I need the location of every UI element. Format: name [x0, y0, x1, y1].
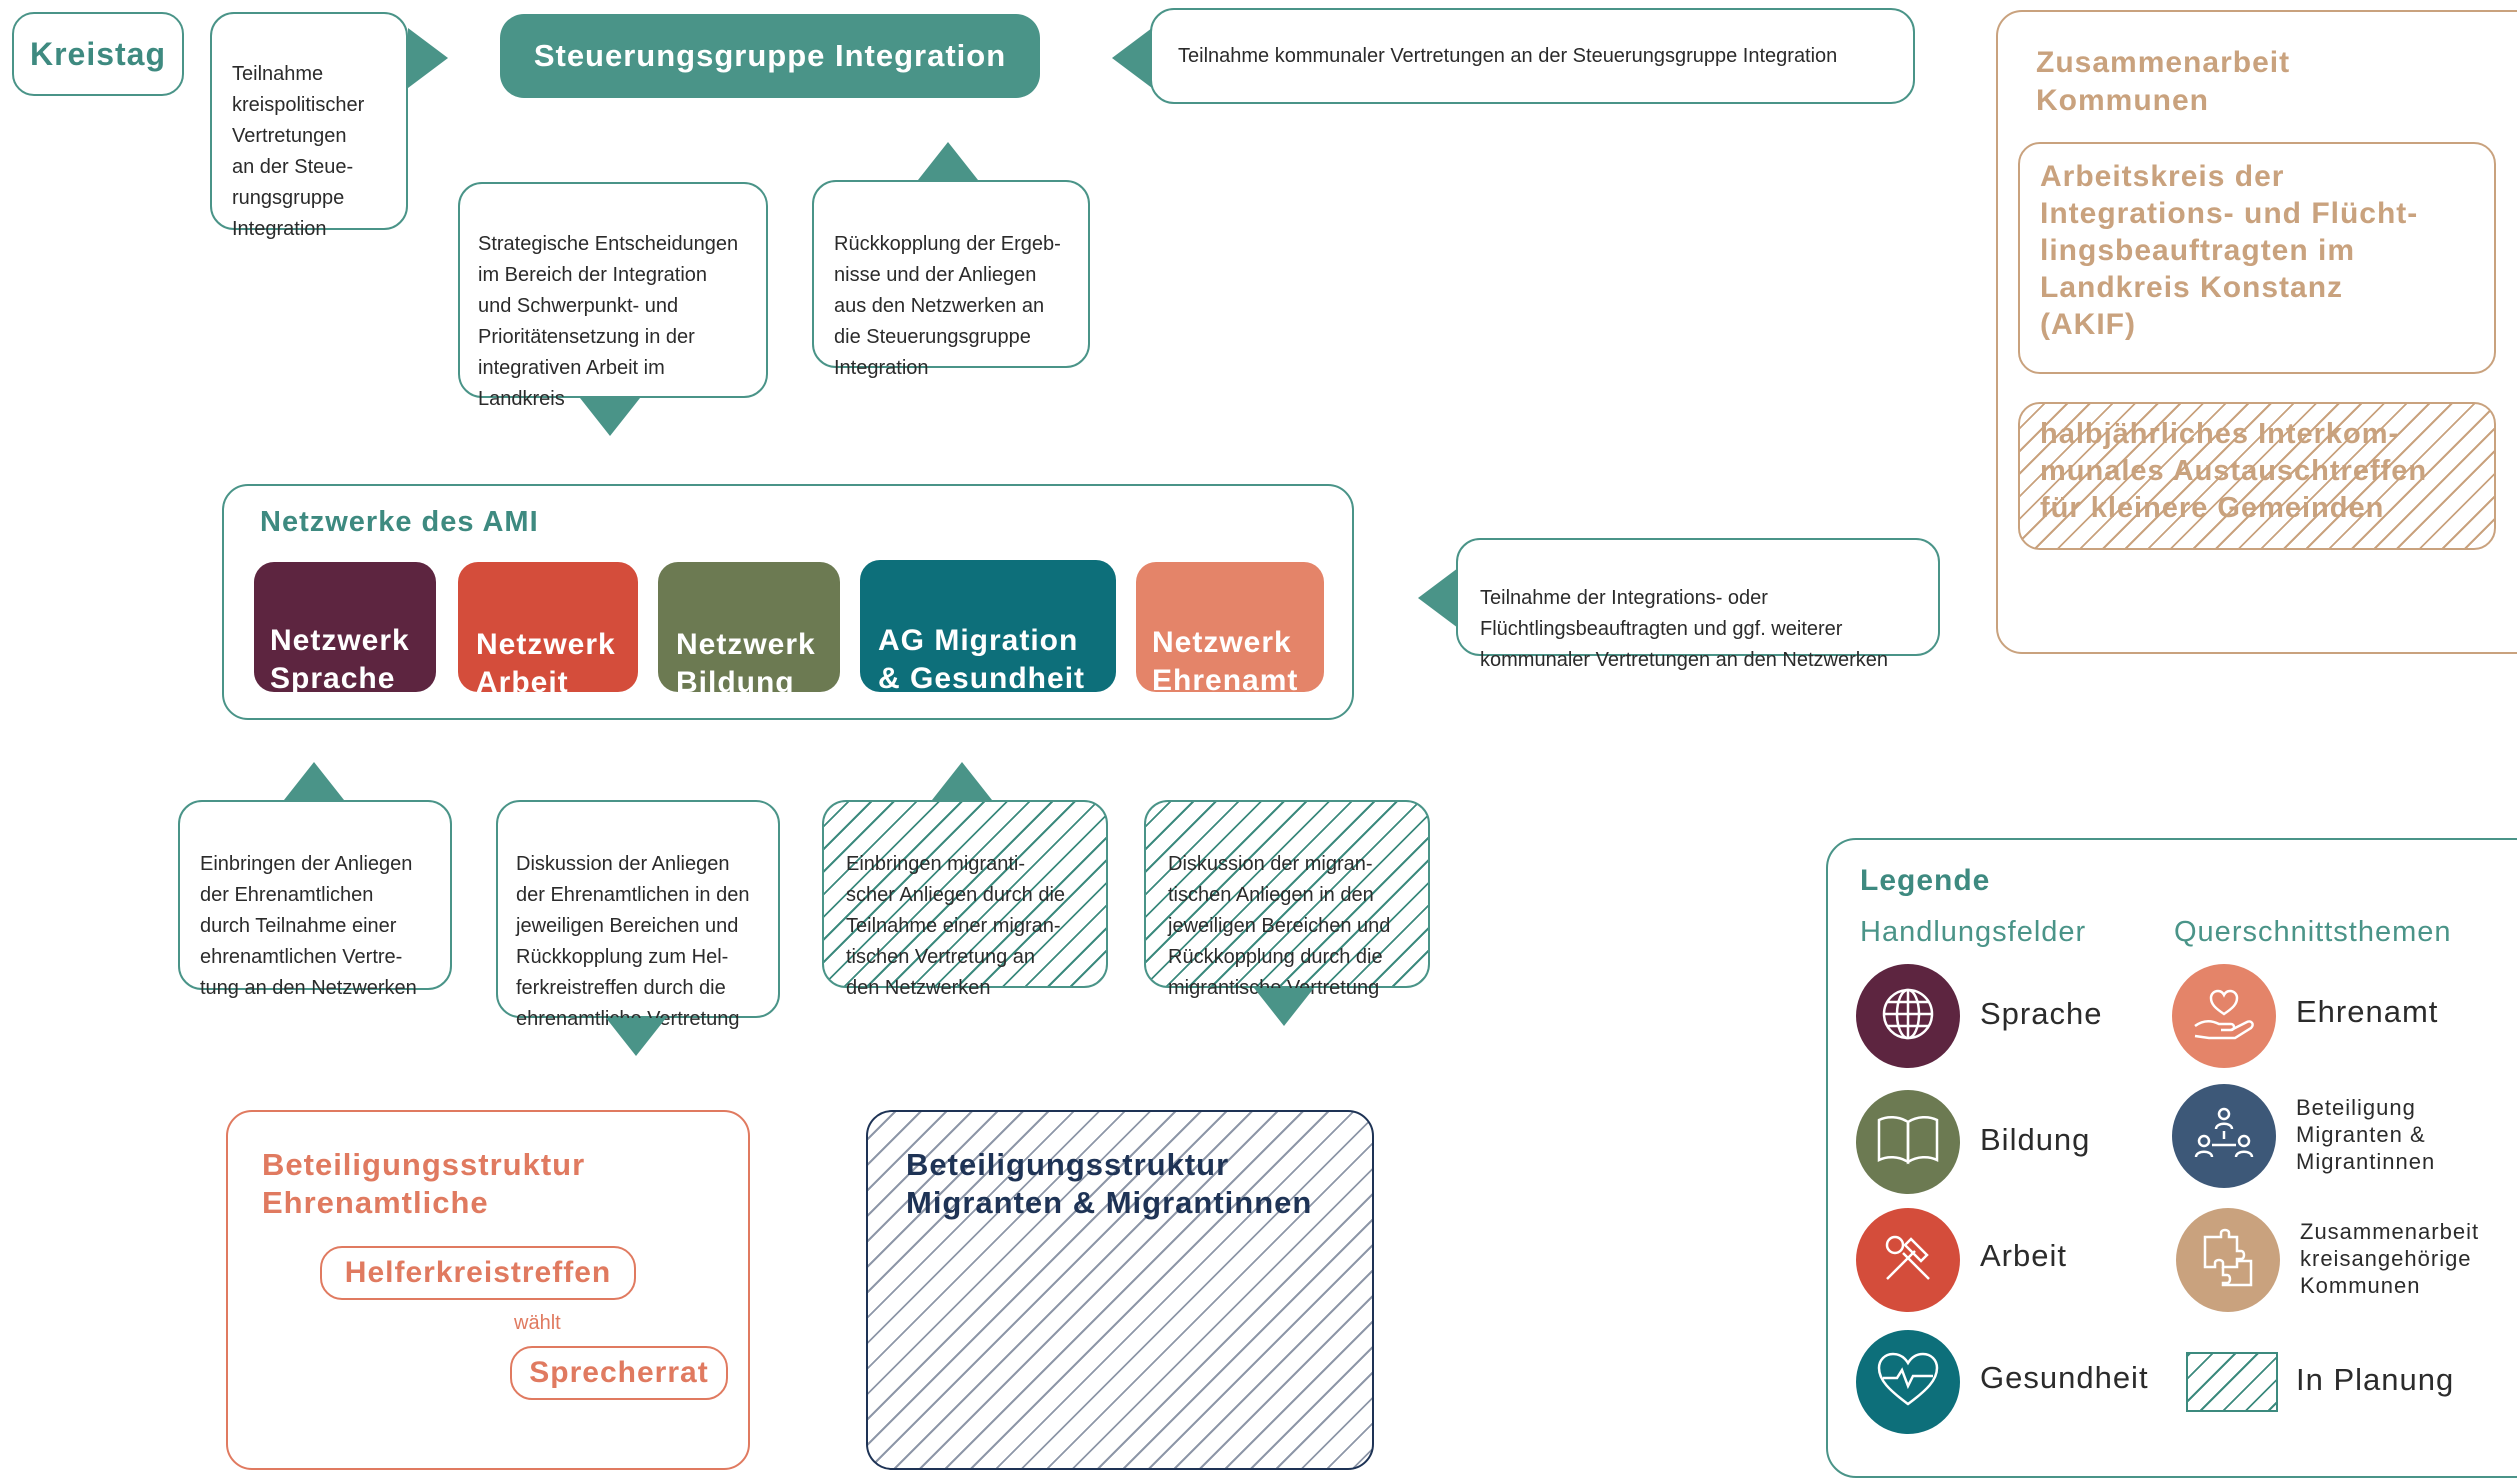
network-ehrenamt-tile[interactable]: Netzwerk Ehrenamt — [1136, 562, 1324, 697]
migrants-input-note: Einbringen migranti- scher Anliegen durc… — [822, 800, 1108, 999]
network-arbeit-tile[interactable]: Netzwerk Arbeit — [458, 562, 638, 699]
legend-bildung-circle — [1856, 1090, 1960, 1194]
legend-bildung-label: Bildung — [1980, 1122, 2091, 1157]
municipal-participation-note-text: Teilnahme der Integrations- oder Flüchtl… — [1480, 587, 1889, 671]
municipal-cooperation-box: Zusammenarbeit Kommunen Arbeitskreis der… — [1996, 10, 2517, 654]
volunteers-discussion-note-text: Diskussion der Anliegen der Ehrenamtlich… — [516, 853, 750, 1030]
network-bildung-label: Netzwerk Bildung — [676, 628, 816, 699]
legend-box: Legende Handlungsfelder Querschnittsthem… — [1826, 838, 2517, 1478]
steering-group-label: Steuerungsgruppe Integration — [533, 38, 1007, 73]
communal-note-text: Teilnahme kommunaler Vertretungen an der… — [1178, 44, 1838, 67]
feedback-note: Rückkopplung der Ergeb- nisse und der An… — [812, 180, 1090, 379]
decisions-note-text: Strategische Entscheidungen im Bereich d… — [478, 233, 739, 410]
elects-label: wählt — [514, 1312, 561, 1334]
akif-text: Arbeitskreis der Integrations- und Flüch… — [2040, 160, 2419, 341]
municipal-participation-note: Teilnahme der Integrations- oder Flüchtl… — [1456, 538, 1940, 671]
halfyear-meeting-box: halbjährliches Interkom- munales Austaus… — [2018, 402, 2496, 550]
puzzle-icon — [2197, 1227, 2259, 1294]
steering-group-box: Steuerungsgruppe Integration — [500, 14, 1040, 98]
hatch-swatch — [2186, 1352, 2278, 1412]
migrants-discussion-note-text: Diskussion der migran- tischen Anliegen … — [1168, 853, 1391, 999]
arrow-communal-to-steering — [1112, 28, 1152, 88]
communal-note: Teilnahme kommunaler Vertretungen an der… — [1150, 8, 1915, 104]
arrow-feedback-up — [918, 142, 978, 180]
legend-col1-title: Handlungsfelder — [1860, 916, 2087, 948]
tools-icon — [1877, 1227, 1939, 1294]
legend-kommunen-circle — [2176, 1208, 2280, 1312]
kreistag-box: Kreistag — [12, 12, 184, 96]
kreistag-note: Teilnahme kreispolitischer Vertretungen … — [210, 12, 408, 240]
network-bildung-tile[interactable]: Netzwerk Bildung — [658, 562, 840, 699]
volunteers-input-note-text: Einbringen der Anliegen der Ehrenamtlich… — [200, 853, 417, 999]
helper-meeting-pill: Helferkreistreffen — [320, 1246, 636, 1300]
legend-title: Legende — [1860, 864, 1991, 897]
legend-gesundheit-label: Gesundheit — [1980, 1360, 2149, 1395]
arrow-volunteers-up — [284, 762, 344, 800]
networks-title: Netzwerke des AMI — [260, 506, 539, 538]
feedback-note-text: Rückkopplung der Ergeb- nisse und der An… — [834, 233, 1061, 379]
network-gesundheit-label: AG Migration & Gesundheit — [878, 624, 1086, 695]
legend-sprache-label: Sprache — [1980, 996, 2103, 1031]
migrants-discussion-note: Diskussion der migran- tischen Anliegen … — [1144, 800, 1430, 999]
legend-ehrenamt-label: Ehrenamt — [2296, 994, 2439, 1029]
volunteers-structure-box: Beteiligungsstruktur Ehrenamtliche Helfe… — [226, 1110, 750, 1470]
book-icon — [1875, 1112, 1941, 1173]
heart-hand-icon — [2191, 986, 2257, 1047]
volunteers-input-note: Einbringen der Anliegen der Ehrenamtlich… — [178, 800, 452, 999]
networks-container: Netzwerke des AMI Netzwerk Sprache Netzw… — [222, 484, 1354, 720]
heart-pulse-icon — [1875, 1350, 1941, 1415]
arrow-municipal-to-networks — [1418, 568, 1458, 628]
legend-arbeit-label: Arbeit — [1980, 1238, 2067, 1273]
halfyear-meeting-text: halbjährliches Interkom- munales Austaus… — [2040, 418, 2428, 524]
helper-meeting-label: Helferkreistreffen — [344, 1256, 612, 1289]
network-arbeit-label: Netzwerk Arbeit — [476, 628, 616, 699]
network-gesundheit-tile[interactable]: AG Migration & Gesundheit — [860, 560, 1116, 695]
network-sprache-tile[interactable]: Netzwerk Sprache — [254, 562, 436, 695]
municipal-cooperation-title: Zusammenarbeit Kommunen — [2036, 46, 2291, 117]
legend-arbeit-circle — [1856, 1208, 1960, 1312]
council-label: Sprecherrat — [529, 1356, 709, 1389]
arrow-volunteers-down — [606, 1018, 666, 1056]
volunteers-structure-title: Beteiligungsstruktur Ehrenamtliche — [262, 1147, 586, 1220]
migrants-input-note-text: Einbringen migranti- scher Anliegen durc… — [846, 853, 1066, 999]
network-ehrenamt-label: Netzwerk Ehrenamt — [1152, 626, 1299, 697]
migrants-structure-box: Beteiligungsstruktur Migranten & Migrant… — [866, 1110, 1374, 1470]
globe-icon — [1876, 982, 1940, 1051]
legend-beteiligung-label: Beteiligung Migranten & Migrantinnen — [2296, 1095, 2436, 1174]
legend-kommunen-label: Zusammenarbeit kreisangehörige Kommunen — [2300, 1219, 2480, 1298]
arrow-decisions-down — [580, 398, 640, 436]
legend-gesundheit-circle — [1856, 1330, 1960, 1434]
migrants-structure-title: Beteiligungsstruktur Migranten & Migrant… — [906, 1147, 1313, 1220]
legend-ehrenamt-circle — [2172, 964, 2276, 1068]
legend-planung-label: In Planung — [2296, 1362, 2455, 1397]
arrow-migrants-down — [1254, 988, 1314, 1026]
decisions-note: Strategische Entscheidungen im Bereich d… — [458, 182, 768, 410]
kreistag-label: Kreistag — [29, 35, 167, 72]
network-sprache-label: Netzwerk Sprache — [270, 624, 410, 695]
kreistag-note-text: Teilnahme kreispolitischer Vertretungen … — [232, 63, 365, 240]
people-network-icon — [2191, 1105, 2257, 1168]
council-pill: Sprecherrat — [510, 1346, 728, 1400]
volunteers-discussion-note: Diskussion der Anliegen der Ehrenamtlich… — [496, 800, 780, 1030]
legend-col2-title: Querschnittsthemen — [2174, 916, 2452, 948]
legend-beteiligung-circle — [2172, 1084, 2276, 1188]
arrow-migrants-up — [932, 762, 992, 800]
akif-box: Arbeitskreis der Integrations- und Flüch… — [2018, 142, 2496, 374]
arrow-kreistag-to-steering — [408, 28, 448, 88]
legend-sprache-circle — [1856, 964, 1960, 1068]
